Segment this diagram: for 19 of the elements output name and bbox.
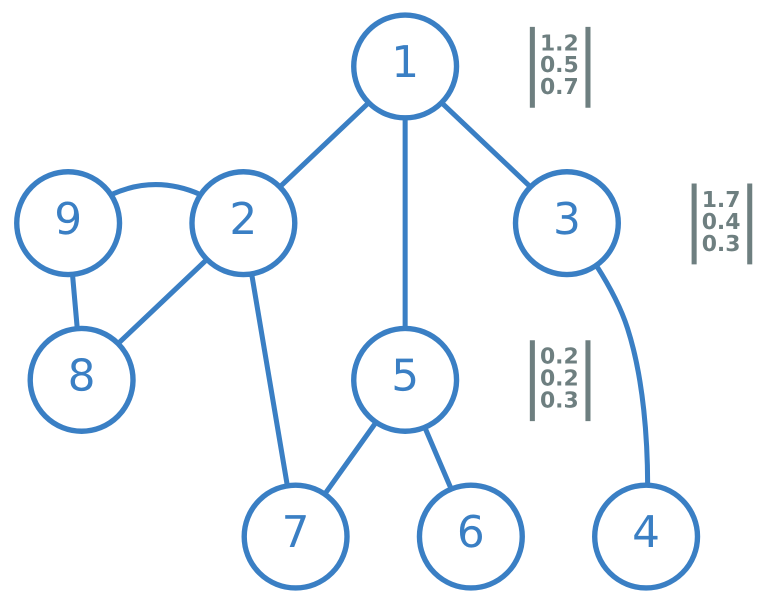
connector bbox=[322, 421, 378, 496]
node-circle: 2 bbox=[188, 169, 297, 278]
connector bbox=[594, 264, 650, 485]
connector bbox=[278, 101, 370, 189]
connector bbox=[440, 101, 532, 189]
connector bbox=[248, 274, 290, 486]
node-circle: 7 bbox=[241, 482, 350, 591]
node-circle: 9 bbox=[14, 169, 122, 278]
node-circle: 1 bbox=[350, 12, 459, 121]
connector bbox=[422, 426, 453, 490]
connector bbox=[116, 258, 208, 346]
node-circle: 6 bbox=[416, 482, 524, 591]
connector bbox=[110, 182, 202, 197]
connector bbox=[402, 118, 408, 328]
node-circle: 4 bbox=[592, 482, 700, 591]
node-circle: 5 bbox=[350, 326, 459, 434]
node-circle: 8 bbox=[27, 326, 136, 434]
node-circle: 3 bbox=[512, 169, 620, 278]
connector bbox=[70, 274, 80, 329]
